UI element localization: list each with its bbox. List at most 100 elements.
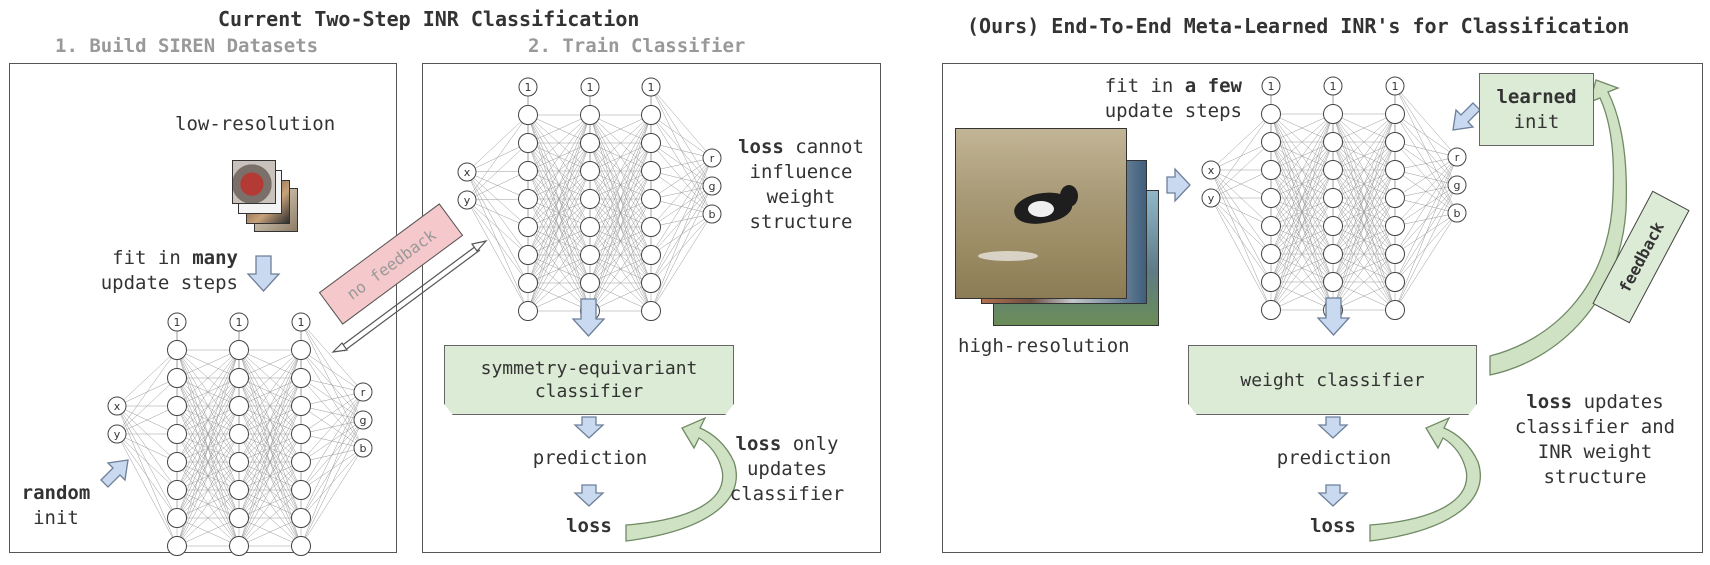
hidden-node — [518, 161, 538, 181]
bias-node-label: 1 — [236, 316, 243, 329]
output-node — [1447, 203, 1467, 223]
loss-label-right: loss — [1310, 515, 1356, 537]
hidden-node — [580, 217, 600, 237]
hidden-node — [1323, 160, 1343, 180]
output-node — [353, 438, 373, 458]
hidden-node — [1385, 160, 1405, 180]
bias-node-label: 1 — [1330, 80, 1337, 93]
hidden-node — [291, 452, 311, 472]
output-node — [702, 204, 722, 224]
hidden-node — [1261, 300, 1281, 320]
learned-init-box: learned init — [1479, 73, 1594, 146]
hidden-node — [291, 424, 311, 444]
bias-node — [1385, 76, 1405, 96]
hidden-node — [1385, 300, 1405, 320]
hidden-node — [580, 105, 600, 125]
down-arrow-right-prediction — [1317, 416, 1349, 439]
bias-node — [291, 312, 311, 332]
down-arrow-middle-loss — [573, 484, 605, 507]
prediction-label-middle: prediction — [532, 447, 648, 469]
symmetry-equivariant-classifier-box: symmetry-equivariant classifier — [444, 345, 734, 415]
hidden-node — [1323, 104, 1343, 124]
hidden-node — [167, 452, 187, 472]
hidden-node — [291, 536, 311, 556]
hidden-node — [1385, 272, 1405, 292]
hidden-node — [518, 133, 538, 153]
bias-node — [518, 77, 538, 97]
hidden-node — [167, 480, 187, 500]
bias-node-label: 1 — [525, 81, 532, 94]
output-node-label: r — [1455, 151, 1460, 164]
right-arrow-images — [1166, 167, 1191, 203]
output-node — [1447, 175, 1467, 195]
step1-title: 1. Build SIREN Datasets — [55, 35, 319, 57]
hidden-node — [1261, 132, 1281, 152]
bias-node-label: 1 — [298, 316, 305, 329]
hidden-node — [167, 508, 187, 528]
hidden-node — [518, 273, 538, 293]
left-main-title: Current Two-Step INR Classification — [218, 7, 640, 31]
hidden-node — [167, 340, 187, 360]
hidden-node — [1261, 272, 1281, 292]
loss-only-label: loss only updates classifier — [729, 433, 845, 505]
arrow-random-init — [100, 459, 129, 488]
down-arrow-right-loss — [1317, 484, 1349, 507]
loss-label-middle: loss — [566, 515, 612, 537]
bias-node — [1323, 76, 1343, 96]
hidden-node — [229, 480, 249, 500]
hidden-node — [229, 508, 249, 528]
hidden-node — [1385, 132, 1405, 152]
down-arrow-fit — [246, 255, 281, 292]
input-node-label: x — [1208, 164, 1215, 177]
hidden-node — [229, 368, 249, 388]
hidden-node — [1323, 244, 1343, 264]
bias-node-label: 1 — [174, 316, 181, 329]
hidden-node — [229, 340, 249, 360]
output-node — [1447, 147, 1467, 167]
hidden-node — [641, 105, 661, 125]
low-resolution-label: low-resolution — [175, 113, 336, 135]
hidden-node — [1323, 216, 1343, 236]
input-node-label: x — [464, 166, 471, 179]
hidden-node — [580, 133, 600, 153]
hidden-node — [291, 340, 311, 360]
bias-node — [1261, 76, 1281, 96]
hidden-node — [291, 396, 311, 416]
hidden-node — [580, 189, 600, 209]
output-node-label: b — [709, 208, 716, 221]
output-node-label: g — [1454, 179, 1461, 192]
hidden-node — [580, 161, 600, 181]
output-node-label: r — [361, 386, 366, 399]
bias-node — [641, 77, 661, 97]
fit-many-label: fit in many update steps — [100, 247, 238, 294]
hidden-node — [1261, 244, 1281, 264]
hidden-node — [641, 273, 661, 293]
input-node — [457, 190, 477, 210]
hidden-node — [229, 452, 249, 472]
hidden-node — [641, 245, 661, 265]
curve-arrow-right — [1369, 416, 1481, 542]
input-node — [457, 162, 477, 182]
bias-node — [580, 77, 600, 97]
step2-title: 2. Train Classifier — [528, 35, 746, 57]
high-res-image-stack — [955, 128, 1161, 328]
hidden-node — [1323, 132, 1343, 152]
random-init-label: random init — [21, 482, 91, 529]
down-arrow-middle-net — [571, 298, 606, 337]
dog-head — [1060, 185, 1078, 207]
curve-arrow-middle — [625, 416, 737, 542]
hidden-node — [167, 536, 187, 556]
hidden-node — [291, 480, 311, 500]
output-node-label: b — [1454, 207, 1461, 220]
hidden-node — [291, 508, 311, 528]
image-card-dog — [955, 128, 1127, 299]
hidden-node — [518, 245, 538, 265]
output-node-label: b — [360, 442, 367, 455]
hidden-node — [1385, 104, 1405, 124]
hidden-node — [1323, 188, 1343, 208]
hidden-node — [1385, 244, 1405, 264]
hidden-node — [167, 424, 187, 444]
hidden-node — [1261, 160, 1281, 180]
